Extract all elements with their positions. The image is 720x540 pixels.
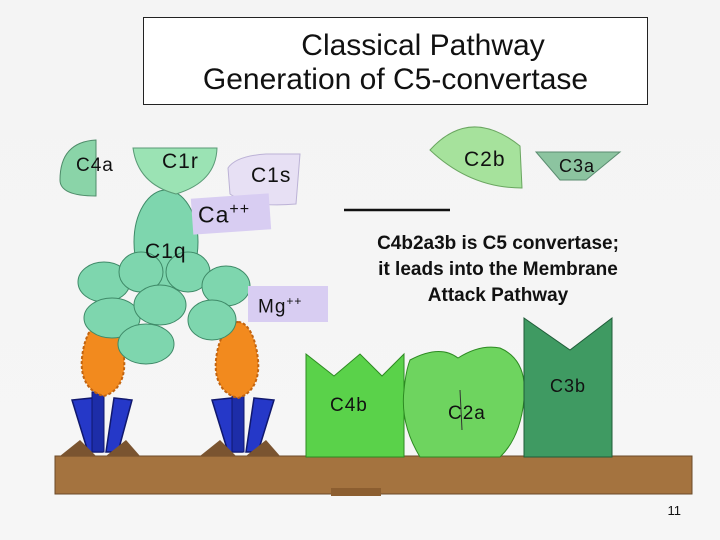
left-antibody <box>60 391 140 456</box>
label-c4b: C4b <box>330 395 368 416</box>
label-ca: Ca++ <box>198 201 250 229</box>
label-c2a: C2a <box>448 403 486 424</box>
convertase-note: C4b2a3b is C5 convertase; it leads into … <box>338 231 658 309</box>
membrane-bar <box>54 455 693 495</box>
label-ca-text: Ca <box>198 201 230 228</box>
right-antigen <box>214 320 260 400</box>
c1r-shape <box>132 147 218 195</box>
label-c3a: C3a <box>559 156 596 176</box>
label-c4a: C4a <box>76 155 114 176</box>
mg-shape <box>248 286 328 322</box>
right-antibody <box>200 391 280 456</box>
c1q-complex <box>77 189 251 365</box>
label-c3b: C3b <box>550 376 587 396</box>
label-c1q: C1q <box>145 240 187 263</box>
label-c1r: C1r <box>162 150 199 173</box>
note-line-1: C4b2a3b is C5 convertase; <box>377 233 619 254</box>
label-c1s: C1s <box>251 164 292 187</box>
page-number: 11 <box>667 503 682 518</box>
note-line-2: it leads into the Membrane <box>378 259 618 280</box>
label-mg: Mg++ <box>258 294 302 318</box>
title-box: Classical Pathway Generation of C5-conve… <box>143 17 648 105</box>
ca-shape <box>190 193 272 235</box>
c4b-shape <box>305 352 405 458</box>
label-c2b: C2b <box>464 148 506 171</box>
c2a-cleavage-mark <box>459 389 463 431</box>
label-ca-sup: ++ <box>229 201 251 218</box>
title-line-2: Generation of C5-convertase <box>202 63 589 96</box>
c3a-shape <box>534 151 622 181</box>
label-mg-sup: ++ <box>286 294 303 308</box>
c3b-shape <box>523 316 613 458</box>
left-antigen <box>80 318 126 398</box>
note-line-3: Attack Pathway <box>427 285 569 306</box>
c2b-shape <box>429 126 523 189</box>
title-line-1: Classical Pathway <box>301 29 545 62</box>
c4a-shape <box>59 139 97 197</box>
membrane-notch <box>331 488 381 496</box>
label-mg-text: Mg <box>258 296 287 318</box>
